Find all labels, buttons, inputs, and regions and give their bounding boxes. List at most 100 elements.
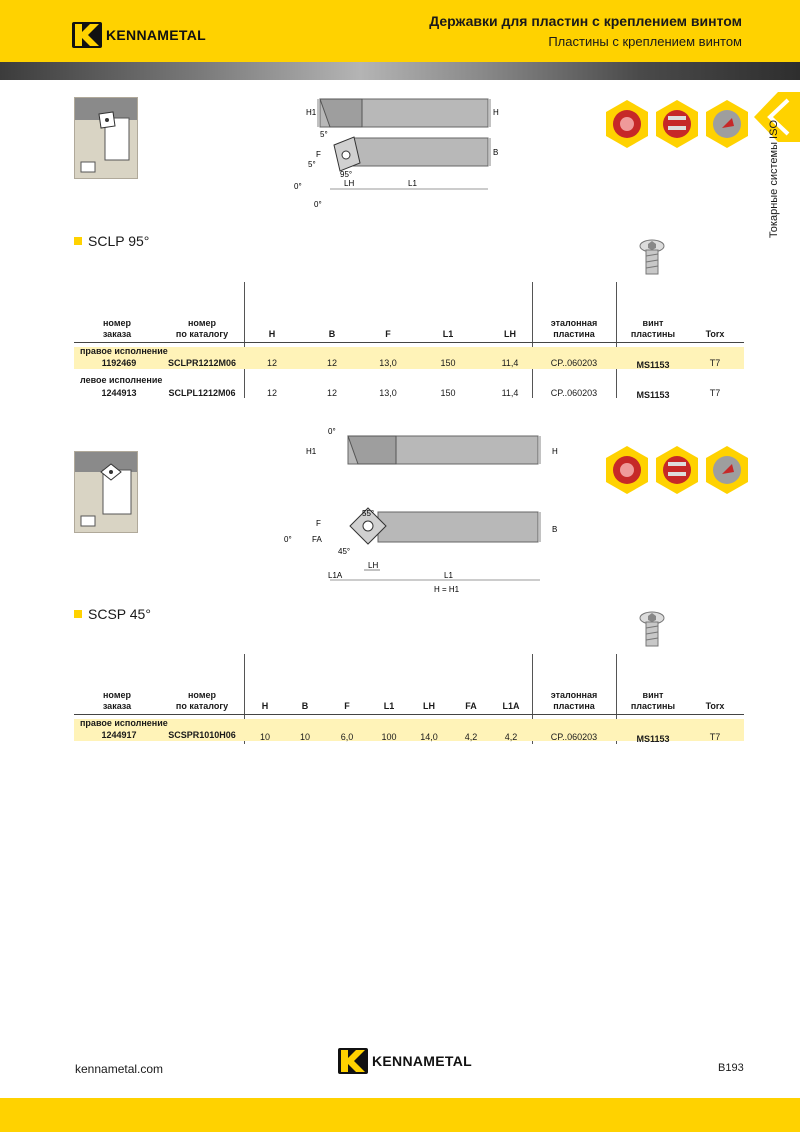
page-number: B193	[718, 1062, 744, 1074]
th-h: H	[268, 329, 276, 339]
label-angle-55: 55°	[362, 509, 374, 518]
label-h: H	[552, 447, 558, 456]
col-divider	[616, 282, 617, 398]
stainless-icon	[656, 446, 698, 494]
cell-l1: 150	[440, 358, 456, 368]
header-band	[0, 0, 800, 62]
cell-lh: 11,4	[501, 358, 519, 368]
cell-torx: T7	[709, 358, 721, 368]
th-fa: FA	[465, 701, 477, 711]
label-h-eq-h1: H = H1	[434, 585, 460, 594]
th-lh: LH	[504, 329, 516, 339]
row-band	[74, 719, 744, 741]
castiron-icon	[706, 446, 748, 494]
cell-lh: 11,4	[501, 388, 519, 398]
cell-catalog: SCLPR1212M06	[167, 358, 237, 368]
cell-b: 12	[326, 388, 337, 398]
row-band	[74, 347, 744, 369]
col-divider	[244, 282, 245, 398]
label-f: F	[316, 519, 321, 528]
th-l1: L1	[442, 329, 454, 339]
tool-diagram-scsp: 0° H1 H 55° F 0° FA B 45° LH L1A L1 H = …	[284, 427, 558, 594]
steel-icon	[606, 446, 648, 494]
label-lh: LH	[344, 179, 354, 188]
cell-f: 13,0	[379, 388, 397, 398]
col-divider	[244, 654, 245, 744]
steel-icon	[606, 100, 648, 148]
footer-url-link[interactable]: kennametal.com	[75, 1062, 164, 1076]
cell-insert: CP..060203	[550, 732, 598, 742]
th-lh: LH	[423, 701, 435, 711]
label-h1: H1	[306, 447, 317, 456]
tool-diagram-sclp: H1 H B F L1 LH 5° 5° 95° 0° 0°	[294, 98, 499, 209]
cell-order: 1244913	[101, 388, 137, 398]
cell-l1: 100	[381, 732, 397, 742]
label-angle-5b: 5°	[308, 160, 316, 169]
cell-b: 12	[326, 358, 337, 368]
screw-icon-2	[639, 611, 665, 647]
label-angle-0b: 0°	[284, 535, 292, 544]
label-f: F	[316, 150, 321, 159]
cell-l1: 150	[440, 388, 456, 398]
th-h: H	[261, 701, 269, 711]
th-b: B	[301, 701, 309, 711]
cell-order: 1192469	[101, 358, 137, 368]
header-rule	[74, 342, 744, 343]
yellow-square-icon	[74, 237, 82, 245]
cell-fa: 4,2	[464, 732, 478, 742]
label-l1: L1	[408, 179, 417, 188]
castiron-icon	[706, 100, 748, 148]
label-h: H	[493, 108, 499, 117]
label-l1: L1	[444, 571, 453, 580]
cell-screw: MS1153	[636, 390, 670, 400]
th-f: F	[385, 329, 391, 339]
chevron-left-icon	[754, 92, 800, 142]
footer-band	[0, 1098, 800, 1132]
label-angle-0a: 0°	[328, 427, 336, 436]
col-divider	[532, 654, 533, 744]
label-angle-45: 45°	[338, 547, 350, 556]
group-label-right: правое исполнение	[80, 718, 168, 728]
label-angle-0a: 0°	[294, 182, 302, 191]
cell-catalog: SCSPR1010H06	[168, 730, 236, 740]
th-f: F	[344, 701, 350, 711]
cell-torx: T7	[709, 732, 721, 742]
cell-lh: 14,0	[420, 732, 438, 742]
yellow-square-icon	[74, 610, 82, 618]
stainless-icon	[656, 100, 698, 148]
footer-logo: KENNAMETAL	[338, 1048, 472, 1074]
th-torx: Torx	[705, 701, 725, 711]
cell-f: 6,0	[340, 732, 354, 742]
section-title-scsp: SCSP 45°	[74, 606, 151, 622]
page-title: Державки для пластин с креплением винтом	[429, 13, 742, 29]
cell-catalog: SCLPL1212M06	[168, 388, 236, 398]
col-divider	[532, 282, 533, 398]
cell-screw: MS1153	[636, 734, 670, 744]
screw-icon-1	[639, 239, 665, 275]
header-rule	[74, 714, 744, 715]
cell-torx: T7	[709, 388, 721, 398]
label-angle-5a: 5°	[320, 130, 328, 139]
cell-insert: CP..060203	[550, 358, 598, 368]
side-label: Токарные системы ISO	[768, 120, 780, 239]
cell-screw: MS1153	[636, 360, 670, 370]
header-stripe	[0, 62, 800, 80]
label-b: B	[552, 525, 557, 534]
cell-h: 12	[266, 388, 277, 398]
cell-b: 10	[299, 732, 310, 742]
section-title-sclp: SCLP 95°	[74, 233, 149, 249]
th-b: B	[328, 329, 336, 339]
cell-l1a: 4,2	[504, 732, 518, 742]
label-fa: FA	[312, 535, 322, 544]
label-lh: LH	[368, 561, 378, 570]
page-subtitle: Пластины с креплением винтом	[548, 34, 742, 49]
cell-h: 12	[266, 358, 277, 368]
